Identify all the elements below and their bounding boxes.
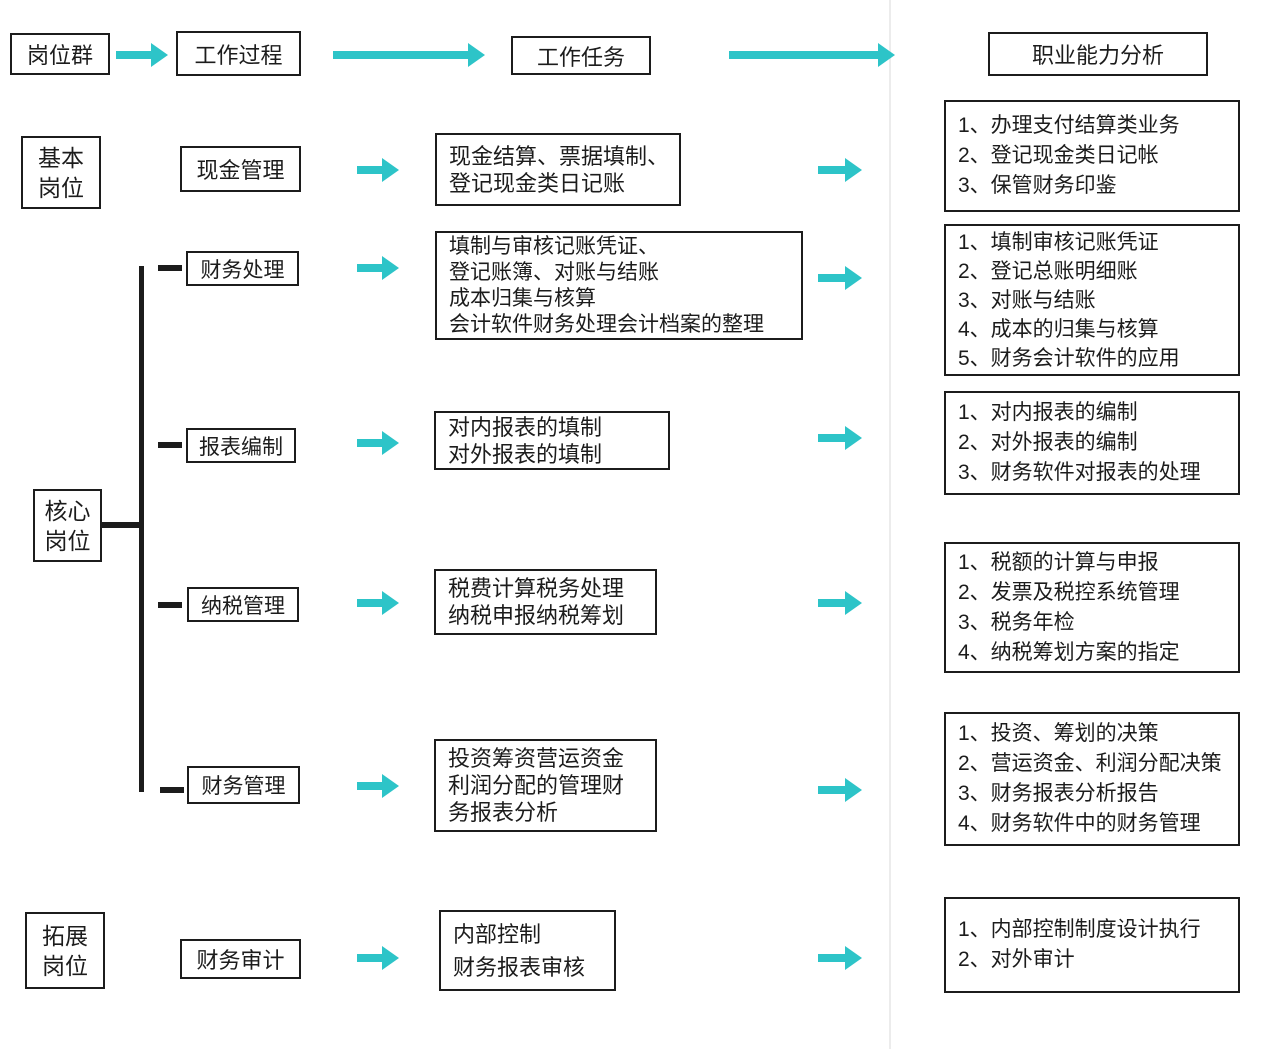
arrow-right-icon [357,774,399,798]
arrow-right-icon [818,158,862,182]
ability-item: 3、保管财务印鉴 [958,174,1117,197]
connector-line [158,265,182,271]
header-label: 职业能力分析 [1031,43,1164,68]
ability-item: 3、对账与结账 [958,288,1096,312]
group-label-line: 拓展 [42,922,88,949]
ability-item: 2、发票及税控系统管理 [958,580,1180,604]
arrow-right-icon [357,431,399,455]
ability-item: 5、财务会计软件的应用 [958,346,1180,370]
process-label: 财务处理 [200,258,285,282]
header-label: 工作过程 [194,42,283,68]
connector-line [158,442,182,448]
task-line: 登记账簿、对账与结账 [449,260,659,284]
task-line: 投资筹资营运资金 [448,746,625,771]
arrow-right-icon [818,426,862,450]
ability-box-cash-management: 1、办理支付结算类业务 2、登记现金类日记帐 3、保管财务印鉴 [944,100,1240,212]
ability-item: 4、财务软件中的财务管理 [958,812,1201,835]
ability-box-tax-management: 1、税额的计算与申报 2、发票及税控系统管理 3、税务年检 4、纳税筹划方案的指… [944,542,1240,673]
ability-item: 1、税额的计算与申报 [958,550,1159,574]
arrow-right-icon [116,43,168,67]
header-box-work-process: 工作过程 [176,31,301,76]
group-box-basic-positions: 基本 岗位 [21,136,101,209]
arrow-right-icon [818,778,862,802]
ability-item: 3、财务报表分析报告 [958,782,1159,805]
ability-item: 1、填制审核记账凭证 [958,230,1159,254]
background-divider-line [889,0,891,1049]
task-line: 利润分配的管理财 [448,773,625,798]
ability-item: 1、内部控制制度设计执行 [958,918,1201,941]
task-box-financial-processing: 填制与审核记账凭证、 登记账簿、对账与结账 成本归集与核算 会计软件财务处理会计… [435,231,803,340]
task-line: 务报表分析 [448,800,559,825]
process-box-tax-management: 纳税管理 [187,587,299,622]
arrow-right-icon [818,266,862,290]
ability-item: 3、财务软件对报表的处理 [958,461,1201,484]
task-line: 财务报表审核 [453,954,586,980]
arrow-right-icon [357,256,399,280]
header-box-work-task: 工作任务 [511,36,651,75]
arrow-right-icon [729,43,895,67]
task-line: 对外报表的填制 [448,441,603,467]
header-label: 岗位群 [26,43,93,68]
header-box-ability-analysis: 职业能力分析 [988,32,1208,76]
task-line: 登记现金类日记账 [449,170,626,196]
ability-item: 1、办理支付结算类业务 [958,114,1180,137]
task-box-report-preparation: 对内报表的填制 对外报表的填制 [434,411,670,470]
process-box-financial-management: 财务管理 [187,766,300,804]
process-label: 财务管理 [201,775,286,798]
group-label-line: 岗位 [44,527,91,554]
process-label: 财务审计 [196,948,285,973]
task-line: 对内报表的填制 [448,414,603,440]
ability-box-financial-management: 1、投资、筹划的决策 2、营运资金、利润分配决策 3、财务报表分析报告 4、财务… [944,712,1240,846]
ability-item: 1、对内报表的编制 [958,401,1138,424]
task-line: 会计软件财务处理会计档案的整理 [449,312,764,336]
arrow-right-icon [818,946,862,970]
process-box-report-preparation: 报表编制 [186,428,296,463]
group-label-line: 核心 [44,497,91,524]
ability-item: 2、对外审计 [958,948,1075,971]
connector-line [139,266,144,792]
group-box-extended-positions: 拓展 岗位 [25,912,105,989]
connector-line [160,787,184,793]
task-line: 填制与审核记账凭证、 [449,234,659,258]
arrow-right-icon [357,946,399,970]
group-label-line: 岗位 [42,952,88,979]
ability-item: 3、税务年检 [958,610,1075,634]
ability-item: 1、投资、筹划的决策 [958,722,1159,745]
ability-box-report-preparation: 1、对内报表的编制 2、对外报表的编制 3、财务软件对报表的处理 [944,391,1240,495]
arrow-right-icon [333,43,485,67]
arrow-right-icon [818,591,862,615]
ability-item: 2、营运资金、利润分配决策 [958,752,1222,775]
group-label-line: 基本 [38,144,84,171]
ability-box-financial-audit: 1、内部控制制度设计执行 2、对外审计 [944,897,1240,993]
header-box-position-group: 岗位群 [10,33,110,75]
task-line: 成本归集与核算 [449,286,596,310]
task-line: 纳税申报纳税筹划 [448,603,625,628]
connector-line [158,602,182,608]
task-line: 现金结算、票据填制、 [449,143,670,169]
arrow-right-icon [357,158,399,182]
process-label: 纳税管理 [201,594,285,618]
connector-line [102,522,142,528]
ability-item: 4、纳税筹划方案的指定 [958,640,1180,664]
task-line: 税费计算税务处理 [448,576,625,601]
ability-box-financial-processing: 1、填制审核记账凭证 2、登记总账明细账 3、对账与结账 4、成本的归集与核算 … [944,224,1240,376]
task-box-cash-management: 现金结算、票据填制、 登记现金类日记账 [435,133,681,206]
process-box-financial-processing: 财务处理 [186,251,299,286]
ability-item: 2、登记现金类日记帐 [958,144,1159,167]
process-box-cash-management: 现金管理 [180,146,301,192]
header-label: 工作任务 [536,44,625,70]
task-box-tax-management: 税费计算税务处理 纳税申报纳税筹划 [434,569,657,635]
group-box-core-positions: 核心 岗位 [33,489,102,562]
task-box-financial-audit: 内部控制 财务报表审核 [439,910,616,991]
group-label-line: 岗位 [38,174,84,201]
task-line: 内部控制 [453,921,542,947]
process-label: 报表编制 [199,435,283,459]
ability-item: 2、对外报表的编制 [958,431,1138,454]
ability-item: 2、登记总账明细账 [958,259,1138,283]
ability-item: 4、成本的归集与核算 [958,317,1159,341]
task-box-financial-management: 投资筹资营运资金 利润分配的管理财 务报表分析 [434,739,657,832]
process-label: 现金管理 [196,158,285,183]
arrow-right-icon [357,591,399,615]
process-box-financial-audit: 财务审计 [180,939,301,979]
